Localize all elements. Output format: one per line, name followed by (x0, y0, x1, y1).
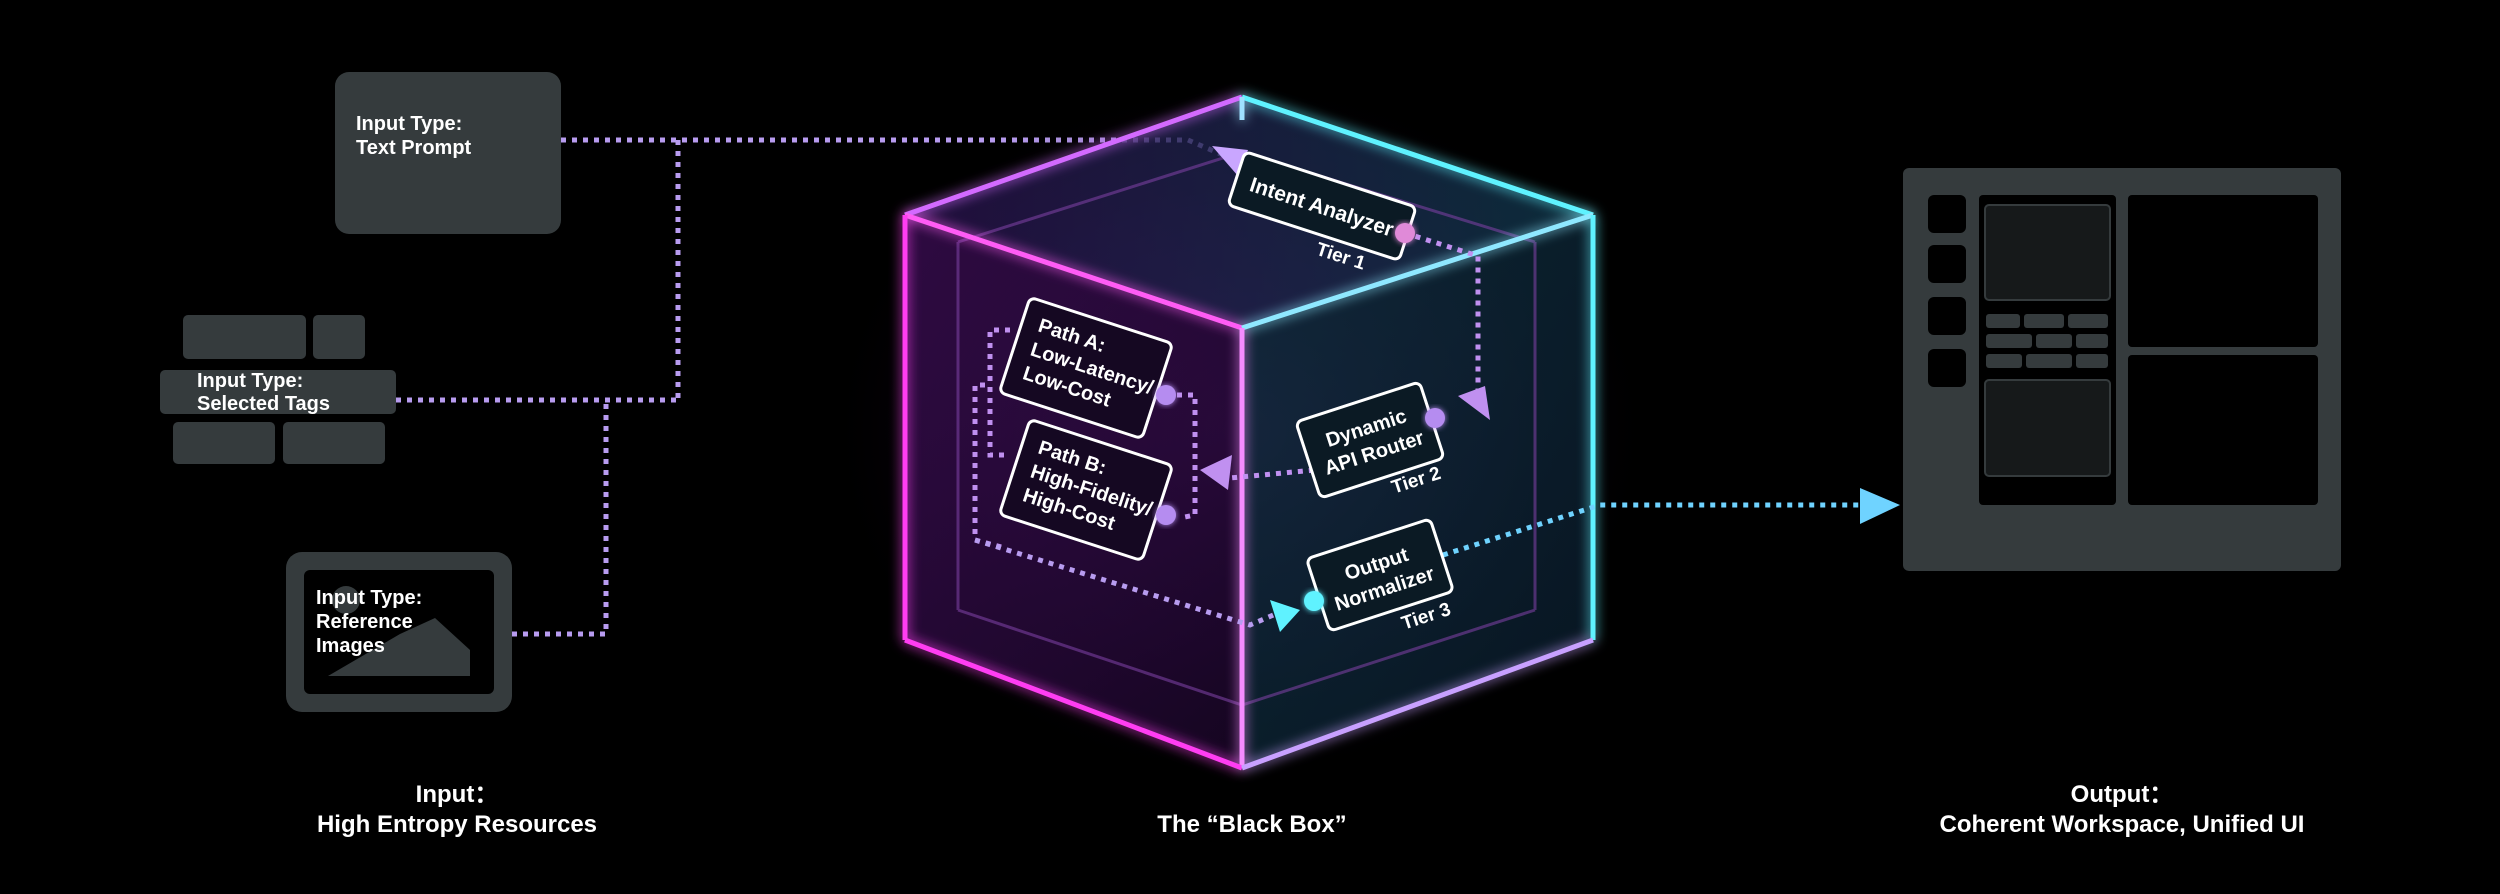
reference-images-line1: Input Type: (316, 587, 422, 609)
edge-top-right-front (1241, 212, 1594, 331)
workspace-chip (2076, 354, 2108, 368)
tag-chip (313, 315, 365, 359)
flow-router-to-paths (1229, 415, 1436, 481)
workspace-card (1984, 379, 2111, 477)
node-path-a: Path A: Low-Latency/ Low-Cost (999, 297, 1173, 439)
edge-top-left-front (904, 212, 1243, 331)
mountain-icon (328, 618, 470, 676)
api-router-port (1425, 408, 1445, 428)
input-selected-tags: Input Type: Selected Tags (160, 315, 396, 464)
text-prompt-line1: Input Type: (356, 113, 462, 135)
input-reference-images: Input Type: Reference Images (286, 552, 512, 712)
workspace-chip (1986, 354, 2022, 368)
edge-bottom-right (1241, 637, 1594, 771)
internal-flows (972, 230, 1860, 628)
workspace-sidebar-item (1928, 297, 1966, 335)
workspace-pane-top (2128, 195, 2318, 347)
selected-tags-line2: Selected Tags (197, 393, 330, 415)
output-normalizer-port (1304, 591, 1324, 611)
path-b-port (1156, 505, 1176, 525)
workspace-chip (2076, 334, 2108, 348)
tag-chip (183, 315, 306, 359)
workspace-sidebar-item (1928, 195, 1966, 233)
arrow-into-router (1458, 386, 1490, 420)
arrow-into-normalizer (1270, 600, 1300, 632)
workspace-pane-bottom (2128, 355, 2318, 505)
workspace-chip (2036, 334, 2072, 348)
reference-images-line3: Images (316, 635, 385, 657)
workspace-card (1984, 204, 2111, 301)
sun-icon (332, 586, 360, 614)
arrow-into-output (1860, 488, 1900, 524)
workspace-chip (2024, 314, 2064, 328)
black-box-cube (820, 70, 1660, 790)
workspace-chip (2026, 354, 2072, 368)
caption-black-box: The “Black Box” (1157, 811, 1346, 838)
text-prompt-line2: Text Prompt (356, 137, 472, 159)
connector-reference-images (512, 400, 609, 637)
caption-input-line2: High Entropy Resources (317, 811, 597, 838)
flow-intent-to-router (1404, 230, 1481, 400)
node-path-b: Path B: High-Fidelity/ High-Cost (999, 419, 1173, 561)
output-workspace (1903, 168, 2341, 571)
text-prompt-card (335, 72, 561, 234)
edge-bottom-left (904, 637, 1243, 771)
caption-output: Output： Coherent Workspace, Unified UI (1940, 781, 2305, 838)
workspace-sidebar-item (1928, 245, 1966, 283)
cube-neon-edges (902, 94, 1596, 771)
intent-analyzer-port (1395, 223, 1415, 243)
arrow-into-paths (1200, 455, 1232, 490)
path-a-port (1156, 385, 1176, 405)
caption-output-line1: Output： (2071, 781, 2174, 808)
input-text-prompt: Input Type: Text Prompt (335, 72, 561, 234)
flow-paths-to-normalizer (974, 537, 1286, 628)
caption-input: Input： High Entropy Resources (317, 781, 597, 838)
node-output-normalizer: Output Normalizer (1306, 518, 1454, 632)
selected-tags-line1: Input Type: (197, 370, 303, 392)
flow-path-a-bracket (1166, 392, 1198, 521)
flow-path-bracket-left (987, 327, 1010, 458)
tag-chip-main (160, 370, 396, 414)
arrowheads (1200, 146, 1900, 632)
workspace-chip (2068, 314, 2108, 328)
caption-output-line2: Coherent Workspace, Unified UI (1940, 811, 2305, 838)
workspace-chip-group (1986, 314, 2108, 368)
caption-black-box-line1: The “Black Box” (1157, 811, 1346, 838)
workspace-sidebar-item (1928, 349, 1966, 387)
edge-top-left-back (904, 94, 1243, 218)
tag-chip (283, 422, 385, 464)
workspace-chip (1986, 314, 2020, 328)
caption-input-line1: Input： (416, 781, 499, 808)
tag-chip (173, 422, 275, 464)
workspace-chip (1986, 334, 2032, 348)
edge-top-right-back (1241, 94, 1594, 218)
reference-images-line2: Reference (316, 611, 413, 633)
